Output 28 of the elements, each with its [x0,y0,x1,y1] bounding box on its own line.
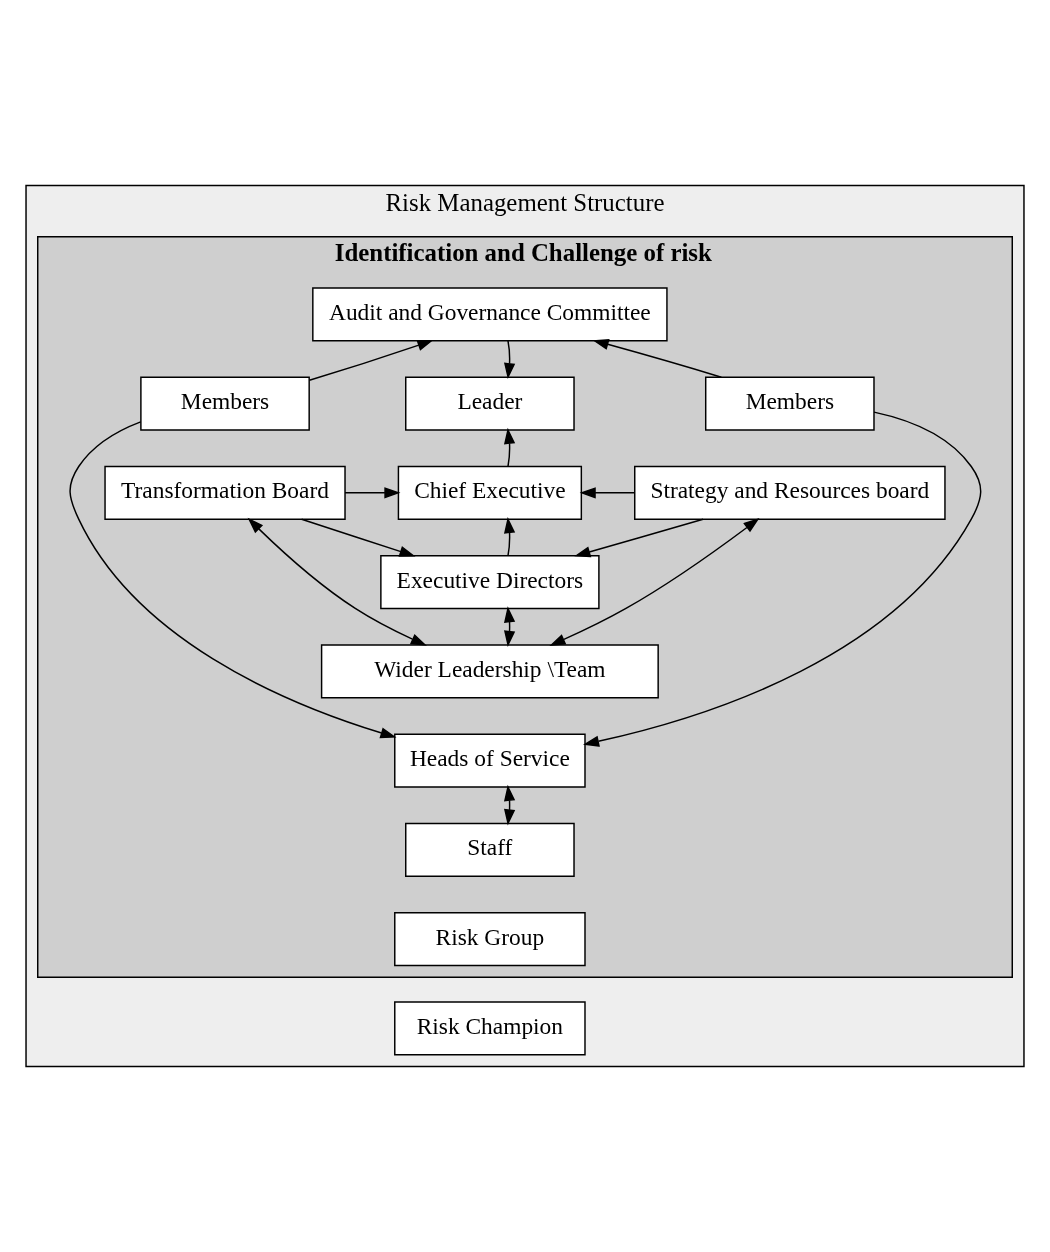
node-box: Wider Leadership \Team [320,644,659,699]
node-box: Transformation Board [104,465,346,520]
arrow [503,427,516,467]
arrow [583,411,982,747]
arrow [344,487,401,499]
arrow [549,518,760,646]
node-box: Chief Executive [397,465,583,520]
node-box: Strategy and Resources board [634,465,946,520]
node-box: Heads of Service [394,733,586,788]
arrow [503,340,516,380]
node-box: Leader [405,376,575,431]
node-box: Risk Champion [394,1001,586,1056]
arrow [503,606,516,647]
arrow [247,517,427,646]
arrow [592,339,723,378]
arrow [503,784,516,826]
arrow [579,487,636,499]
node-box: Risk Group [394,912,586,967]
node-box: Audit and Governance Committee [312,287,668,342]
arrow [503,517,516,557]
node-box: Staff [405,822,575,877]
node-box: Members [705,376,875,431]
node-box: Executive Directors [380,555,600,610]
node-box: Members [140,376,310,431]
arrow [574,518,704,558]
arrow [308,339,434,382]
arrow [69,421,397,739]
arrow [300,518,416,557]
